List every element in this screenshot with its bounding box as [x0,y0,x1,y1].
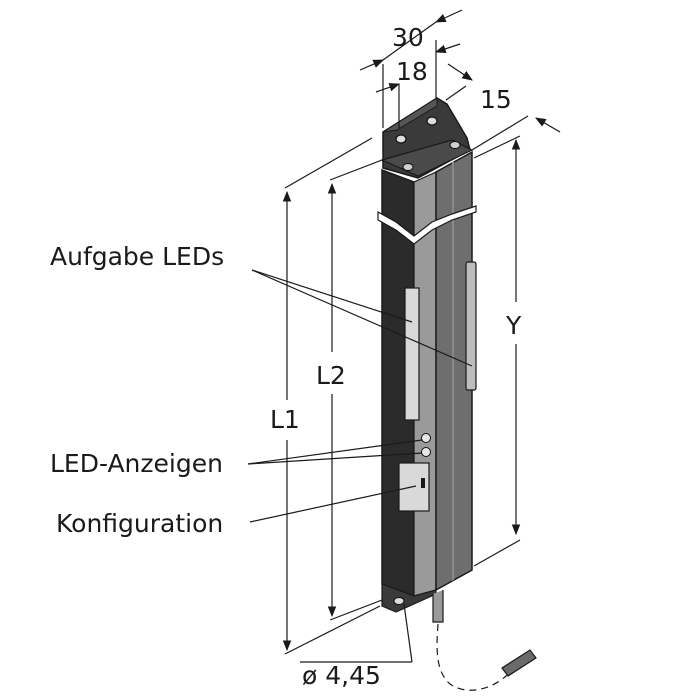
cable-end-connector [501,649,537,677]
dimension-30-label: 30 [392,23,424,52]
callout-leaders [247,269,473,523]
dimension-l2-label: L2 [316,361,346,390]
task-led-window-side [465,261,477,391]
mounting-hole-icon [395,134,407,144]
configuration-label: Konfiguration [56,509,223,538]
dimension-l1-label: L1 [270,405,300,434]
break-line [377,205,477,245]
indicator-led-icon [421,433,431,443]
dimension-18-label: 18 [396,57,428,86]
task-led-window-front [404,287,420,421]
task-leds-label: Aufgabe LEDs [50,242,224,271]
bottom-mounting-bracket [381,583,437,613]
dimension-y-label: Y [505,311,522,340]
indicator-led-icon [421,447,431,457]
led-indicators-label: LED-Anzeigen [50,449,223,478]
hole-diameter-label: ø 4,45 [302,661,381,690]
cable [432,590,444,623]
mounting-hole-icon [426,116,438,126]
mounting-hole-icon [393,597,405,605]
dimension-lines [282,9,561,663]
sensor-housing [377,97,537,691]
dimension-15-label: 15 [480,85,512,114]
